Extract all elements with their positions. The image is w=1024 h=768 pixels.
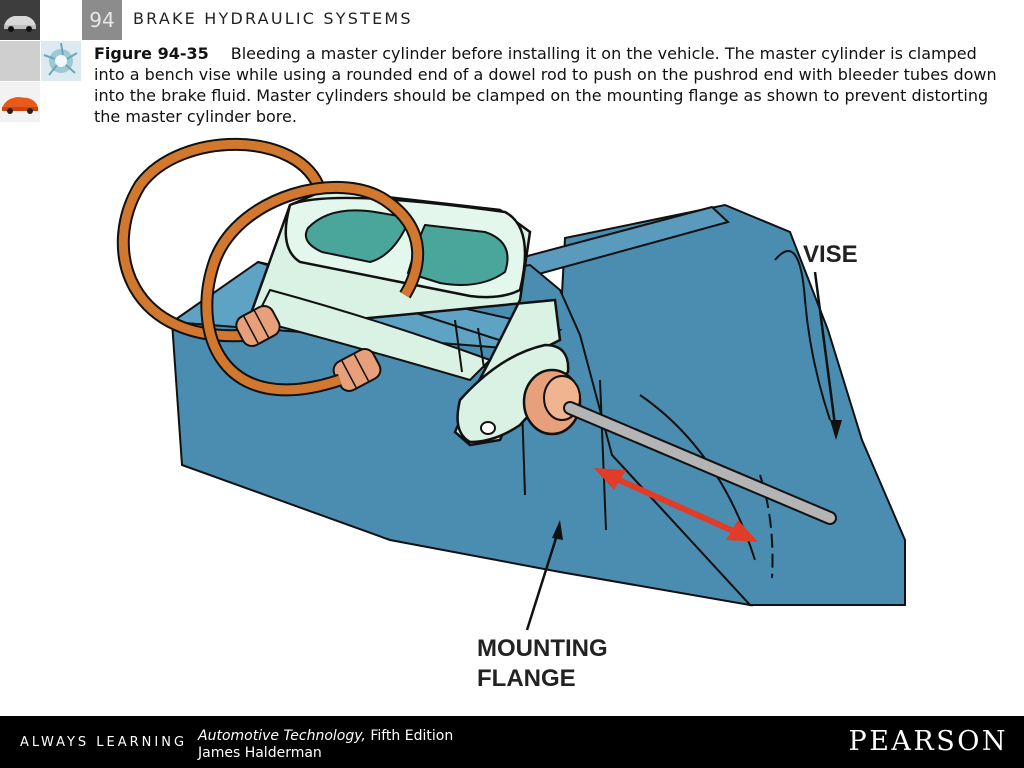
header-thumbnails xyxy=(0,0,82,122)
book-info: Automotive Technology, Fifth Edition Jam… xyxy=(198,728,453,762)
master-cylinder-illustration: VISE MOUNTING FLANGE xyxy=(110,128,930,703)
footer-bar: ALWAYS LEARNING Automotive Technology, F… xyxy=(0,716,1024,768)
car-thumbnail-icon xyxy=(0,0,40,40)
book-author: James Halderman xyxy=(198,745,453,762)
sports-car-thumbnail-icon xyxy=(0,82,40,122)
book-edition: Fifth Edition xyxy=(370,728,453,744)
pearson-logo: PEARSON xyxy=(849,726,1008,757)
flange-label: FLANGE xyxy=(477,665,576,692)
vise-label: VISE xyxy=(803,241,858,268)
book-title: Automotive Technology, xyxy=(198,728,366,744)
figure-label: Figure 94-35 xyxy=(94,44,209,63)
caption-text: Bleeding a master cylinder before instal… xyxy=(94,44,997,126)
always-learning-text: ALWAYS LEARNING xyxy=(20,735,187,750)
chapter-title: BRAKE HYDRAULIC SYSTEMS xyxy=(133,9,413,28)
engine-thumbnail-icon xyxy=(41,41,81,81)
mounting-label: MOUNTING xyxy=(477,635,608,662)
gray-thumbnail-icon xyxy=(0,41,40,81)
chapter-number: 94 xyxy=(82,0,122,40)
